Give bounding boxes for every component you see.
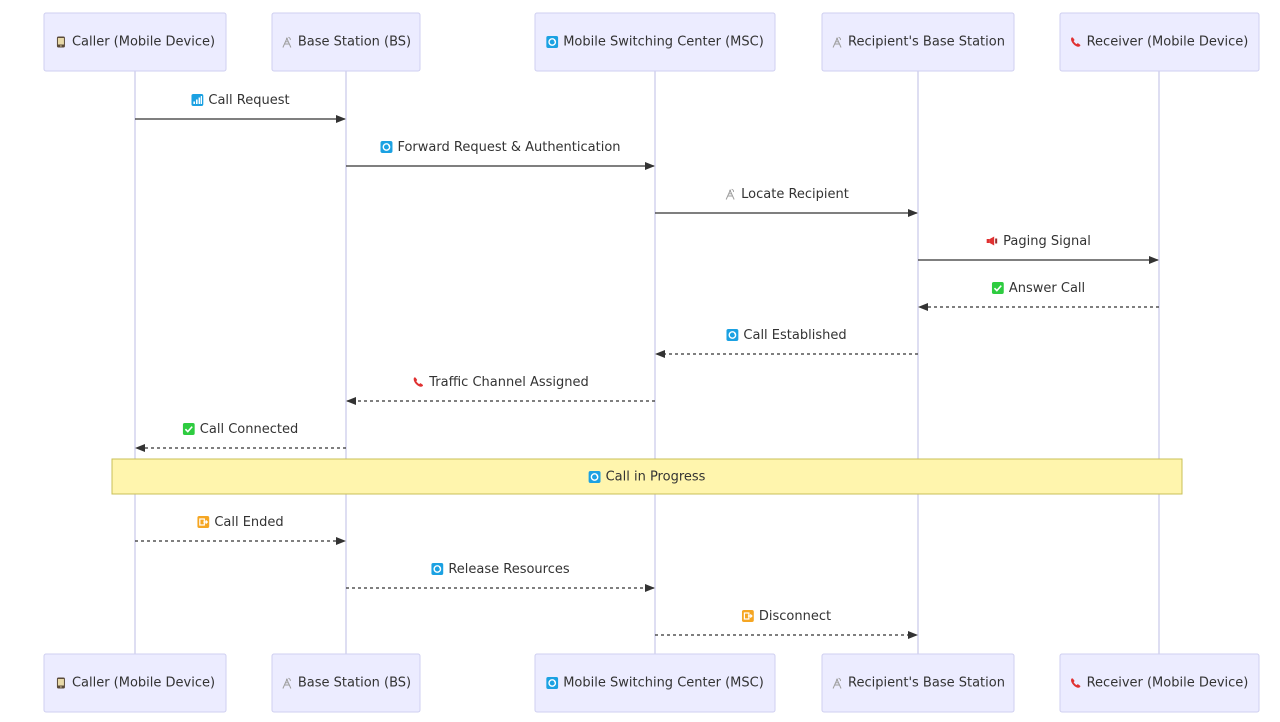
message-label-text: Call Connected	[200, 422, 298, 437]
repeat-icon	[726, 329, 739, 341]
note-label-text: Call in Progress	[606, 470, 706, 485]
participant-box	[43, 12, 227, 72]
participant-label-text: Mobile Switching Center (MSC)	[563, 676, 764, 691]
repeat-icon	[431, 563, 444, 575]
participant-label: Caller (Mobile Device)	[56, 676, 215, 691]
message-label-text: Forward Request & Authentication	[397, 140, 620, 155]
message-label: Call Ended	[197, 515, 284, 530]
participant-box	[43, 653, 227, 713]
message-4: Paging Signal	[918, 234, 1159, 264]
participant-bs-bottom[interactable]: Base Station (BS)	[271, 653, 421, 713]
message-label-text: Call Request	[208, 93, 289, 108]
participant-msc-top[interactable]: Mobile Switching Center (MSC)	[534, 12, 776, 72]
message-label: Call Established	[726, 328, 847, 343]
participant-box	[821, 653, 1015, 713]
message-label: Traffic Channel Assigned	[413, 375, 589, 390]
signal-bars-icon	[191, 94, 204, 106]
message-label: Answer Call	[991, 281, 1085, 296]
note-label: Call in Progress	[588, 470, 706, 485]
message-label-text: Paging Signal	[1003, 234, 1091, 249]
participant-msc-bottom[interactable]: Mobile Switching Center (MSC)	[534, 653, 776, 713]
message-label-text: Call Established	[743, 328, 846, 343]
message-1: Call Request	[135, 93, 346, 123]
repeat-icon	[588, 471, 601, 483]
message-label-text: Call Ended	[214, 515, 283, 530]
check-icon	[182, 423, 195, 435]
participant-label: Mobile Switching Center (MSC)	[546, 676, 764, 691]
message-label: Forward Request & Authentication	[380, 140, 621, 155]
message-label: Call Connected	[182, 422, 298, 437]
participant-label: Mobile Switching Center (MSC)	[546, 35, 764, 50]
participant-label: Base Station (BS)	[282, 676, 411, 691]
message-12: Disconnect	[655, 609, 918, 639]
participant-bs-top[interactable]: Base Station (BS)	[271, 12, 421, 72]
mobile-phone-icon	[56, 677, 65, 689]
repeat-icon	[546, 36, 559, 48]
message-7: Traffic Channel Assigned	[346, 375, 655, 405]
participant-label-text: Caller (Mobile Device)	[72, 676, 215, 691]
participant-label-text: Receiver (Mobile Device)	[1087, 35, 1249, 50]
repeat-icon	[380, 141, 393, 153]
message-5: Answer Call	[918, 281, 1159, 311]
participant-label: Receiver (Mobile Device)	[1071, 676, 1248, 691]
loudspeaker-icon	[986, 236, 998, 246]
message-label-text: Release Resources	[448, 562, 570, 577]
participant-label-text: Base Station (BS)	[298, 676, 411, 691]
participant-rbs-bottom[interactable]: Recipient's Base Station	[821, 653, 1015, 713]
participant-receiver-bottom[interactable]: Receiver (Mobile Device)	[1059, 653, 1260, 713]
participant-label-text: Mobile Switching Center (MSC)	[563, 35, 764, 50]
message-11: Release Resources	[346, 562, 655, 592]
message-label: Release Resources	[431, 562, 570, 577]
message-10: Call Ended	[135, 515, 346, 545]
participant-label-text: Recipient's Base Station	[848, 35, 1005, 50]
message-label: Disconnect	[741, 609, 831, 624]
participant-label: Recipient's Base Station	[832, 676, 1005, 691]
participant-box	[534, 12, 776, 72]
participant-box	[1059, 12, 1260, 72]
message-label: Paging Signal	[986, 234, 1091, 249]
message-2: Forward Request & Authentication	[346, 140, 655, 170]
telephone-receiver-icon	[413, 377, 424, 387]
antenna-icon	[725, 188, 735, 200]
message-3: Locate Recipient	[655, 187, 918, 217]
participant-box	[271, 12, 421, 72]
participant-receiver-top[interactable]: Receiver (Mobile Device)	[1059, 12, 1260, 72]
participant-label-text: Recipient's Base Station	[848, 676, 1005, 691]
participant-caller-top[interactable]: Caller (Mobile Device)	[43, 12, 227, 72]
mobile-phone-icon	[56, 36, 65, 48]
participant-label: Receiver (Mobile Device)	[1071, 35, 1248, 50]
message-label-text: Disconnect	[759, 609, 831, 624]
participant-label: Base Station (BS)	[282, 35, 411, 50]
message-label-text: Traffic Channel Assigned	[428, 375, 589, 390]
participant-label-text: Caller (Mobile Device)	[72, 35, 215, 50]
participant-box	[534, 653, 776, 713]
end-icon	[741, 610, 754, 622]
participant-label-text: Base Station (BS)	[298, 35, 411, 50]
participant-label-text: Receiver (Mobile Device)	[1087, 676, 1249, 691]
message-label-text: Locate Recipient	[741, 187, 849, 202]
participant-box	[821, 12, 1015, 72]
message-8: Call Connected	[135, 422, 346, 452]
participant-box	[271, 653, 421, 713]
participant-caller-bottom[interactable]: Caller (Mobile Device)	[43, 653, 227, 713]
participant-rbs-top[interactable]: Recipient's Base Station	[821, 12, 1015, 72]
check-icon	[991, 282, 1004, 294]
participant-box	[1059, 653, 1260, 713]
note-call-in-progress: Call in Progress	[111, 458, 1183, 495]
participant-label: Recipient's Base Station	[832, 35, 1005, 50]
message-label-text: Answer Call	[1009, 281, 1085, 296]
participant-label: Caller (Mobile Device)	[56, 35, 215, 50]
repeat-icon	[546, 677, 559, 689]
end-icon	[197, 516, 210, 528]
note-box	[111, 458, 1183, 495]
message-6: Call Established	[655, 328, 918, 358]
message-label: Call Request	[191, 93, 290, 108]
message-label: Locate Recipient	[725, 187, 849, 202]
